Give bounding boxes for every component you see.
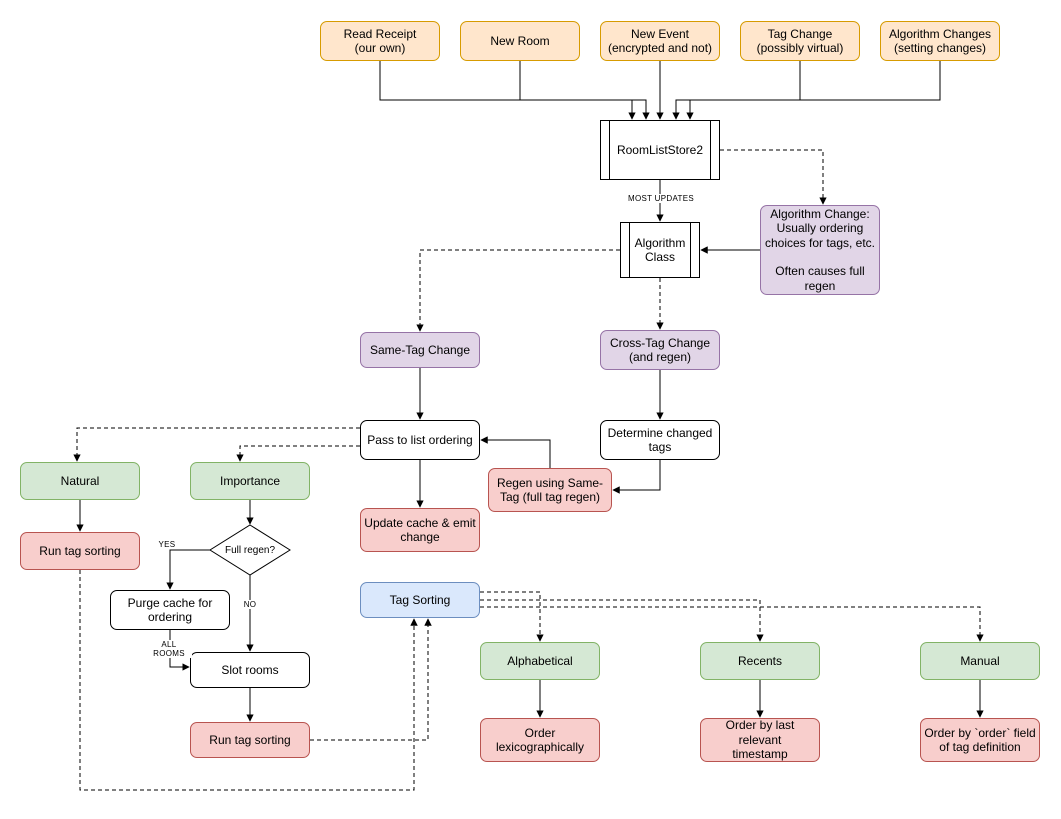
edge-label-no: NO <box>237 600 263 610</box>
edge-tag-sorting-to-recents <box>480 599 764 642</box>
node-pass-to-list-ordering: Pass to list ordering <box>360 420 480 460</box>
node-update-cache-label: Update cache & emit change <box>364 515 476 544</box>
node-determine-changed-tags-label: Determine changed tags <box>607 425 713 454</box>
node-read-receipt-label: Read Receipt (our own) <box>343 26 417 55</box>
node-manual-label: Manual <box>960 653 1000 668</box>
edge-new-room-to-store <box>519 61 650 120</box>
node-read-receipt: Read Receipt (our own) <box>320 21 440 61</box>
node-algorithm-changes: Algorithm Changes (setting changes) <box>880 21 1000 61</box>
node-determine-changed-tags: Determine changed tags <box>600 420 720 460</box>
node-room-list-store2-label: RoomListStore2 <box>616 142 704 157</box>
edge-algorithm-class-to-same-tag <box>416 249 620 332</box>
node-order-by-timestamp-label: Order by last relevant timestamp <box>725 718 795 762</box>
node-natural-label: Natural <box>60 473 100 488</box>
node-recents-label: Recents <box>737 653 783 668</box>
node-cross-tag-change: Cross-Tag Change (and regen) <box>600 330 720 370</box>
node-new-event: New Event (encrypted and not) <box>600 21 720 61</box>
edge-algorithm-changes-to-store <box>686 61 941 120</box>
node-algorithm-change-note: Algorithm Change: Usually ordering choic… <box>760 205 880 295</box>
node-run-tag-sorting-natural: Run tag sorting <box>20 532 140 570</box>
node-manual: Manual <box>920 642 1040 680</box>
node-room-list-store2: RoomListStore2 <box>600 120 720 180</box>
edge-pass-to-importance <box>236 445 360 462</box>
node-algorithm-change-note-label: Algorithm Change: Usually ordering choic… <box>764 206 876 293</box>
node-new-event-label: New Event (encrypted and not) <box>607 26 713 55</box>
edge-regen-to-pass <box>480 436 551 468</box>
node-purge-cache-label: Purge cache for ordering <box>127 595 213 624</box>
node-algorithm-changes-label: Algorithm Changes (setting changes) <box>888 26 992 55</box>
edge-run-tag-sorting-natural-to-tag-sorting <box>79 570 418 791</box>
node-tag-change: Tag Change (possibly virtual) <box>740 21 860 61</box>
node-order-by-order-field: Order by `order` field of tag definition <box>920 718 1040 762</box>
node-alphabetical: Alphabetical <box>480 642 600 680</box>
edge-store-to-note <box>720 149 827 205</box>
node-run-tag-sorting-importance-label: Run tag sorting <box>209 732 291 747</box>
node-run-tag-sorting-importance: Run tag sorting <box>190 722 310 758</box>
node-run-tag-sorting-natural-label: Run tag sorting <box>39 543 121 558</box>
edge-full-regen-yes-to-purge <box>166 549 210 590</box>
edge-label-most-updates: MOST UPDATES <box>622 194 700 204</box>
node-same-tag-change: Same-Tag Change <box>360 332 480 368</box>
node-recents: Recents <box>700 642 820 680</box>
node-order-lexicographically-label: Order lexicographically <box>495 725 585 754</box>
edge-tag-change-to-store <box>672 61 801 120</box>
node-slot-rooms-label: Slot rooms <box>221 662 279 677</box>
node-regen-same-tag: Regen using Same- Tag (full tag regen) <box>488 468 612 512</box>
edge-tag-sorting-to-alphabetical <box>480 591 544 642</box>
node-cross-tag-change-label: Cross-Tag Change (and regen) <box>609 335 711 364</box>
node-importance-label: Importance <box>219 473 281 488</box>
node-new-room-label: New Room <box>490 33 550 48</box>
edge-determine-to-regen <box>612 460 661 494</box>
node-order-lexicographically: Order lexicographically <box>480 718 600 762</box>
edge-read-receipt-to-store <box>379 61 636 120</box>
node-order-by-timestamp: Order by last relevant timestamp <box>700 718 820 762</box>
edge-run-tag-sorting-importance-to-tag-sorting <box>310 618 432 741</box>
node-tag-change-label: Tag Change (possibly virtual) <box>756 26 844 55</box>
edge-pass-to-natural <box>73 427 360 462</box>
node-algorithm-class-label: Algorithm Class <box>634 235 686 264</box>
node-tag-sorting-label: Tag Sorting <box>389 592 451 607</box>
node-purge-cache: Purge cache for ordering <box>110 590 230 630</box>
node-alphabetical-label: Alphabetical <box>507 653 573 668</box>
node-update-cache: Update cache & emit change <box>360 508 480 552</box>
node-slot-rooms: Slot rooms <box>190 652 310 688</box>
node-importance: Importance <box>190 462 310 500</box>
node-pass-to-list-ordering-label: Pass to list ordering <box>367 432 473 447</box>
node-tag-sorting: Tag Sorting <box>360 582 480 618</box>
node-regen-same-tag-label: Regen using Same- Tag (full tag regen) <box>496 475 604 504</box>
edge-label-yes: YES <box>152 540 182 550</box>
node-natural: Natural <box>20 462 140 500</box>
node-same-tag-change-label: Same-Tag Change <box>369 342 471 357</box>
edge-label-all-rooms: ALL ROOMS <box>146 640 192 659</box>
node-new-room: New Room <box>460 21 580 61</box>
node-order-by-order-field-label: Order by `order` field of tag definition <box>924 725 1036 754</box>
node-algorithm-class: Algorithm Class <box>620 222 700 278</box>
node-full-regen-decision-label: Full regen? <box>224 544 276 556</box>
edge-tag-sorting-to-manual <box>480 606 984 642</box>
full-regen-diamond-shape <box>209 524 291 576</box>
node-full-regen-decision: Full regen? <box>210 535 290 565</box>
